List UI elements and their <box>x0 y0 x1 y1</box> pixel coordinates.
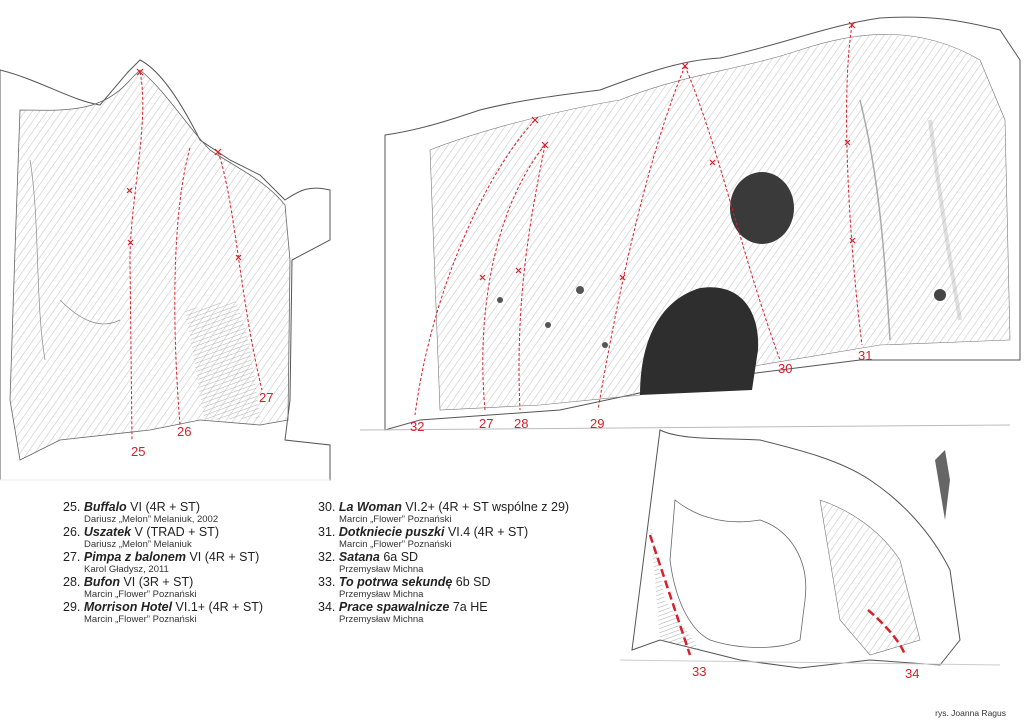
route-entry-28: 28. Bufon VI (3R + ST) Marcin „Flower” P… <box>63 575 313 601</box>
route-line-30 <box>684 65 781 361</box>
route-name: Uszatek <box>83 525 132 539</box>
route-label-32: 32 <box>410 419 424 434</box>
route-label-30: 30 <box>778 361 792 376</box>
route-line-34 <box>867 609 907 656</box>
route-entry-27: 27. Pimpa z balonem VI (4R + ST) Karol G… <box>63 550 313 576</box>
illustrator-credit: rys. Joanna Ragus <box>935 708 1006 718</box>
route-number: 29. <box>63 600 81 614</box>
route-entry-30: 30. La Woman VI.2+ (4R + ST wspólne z 29… <box>318 500 618 526</box>
route-grade: 6b SD <box>452 575 491 589</box>
route-name: La Woman <box>338 500 402 514</box>
middle-rock-face <box>359 16 1021 431</box>
anchor-marks <box>126 21 856 281</box>
route-grade: VI (4R + ST) <box>185 550 260 564</box>
route-grade: 7a HE <box>449 600 488 614</box>
route-author: Przemysław Michna <box>339 589 424 600</box>
route-entry-29: 29. Morrison Hotel VI.1+ (4R + ST) Marci… <box>63 600 313 626</box>
route-line-31 <box>846 24 863 346</box>
route-label-34: 34 <box>905 666 919 681</box>
route-grade: VI (3R + ST) <box>119 575 194 589</box>
route-lines <box>129 24 907 656</box>
route-number: 32. <box>318 550 336 564</box>
route-entry-33: 33. To potrwa sekundę 6b SD Przemysław M… <box>318 575 618 601</box>
route-entry-31: 31. Dotkniecie puszki VI.4 (4R + ST) Mar… <box>318 525 618 551</box>
route-label-28: 28 <box>514 416 528 431</box>
route-grade: VI.2+ (4R + ST wspólne z 29) <box>401 500 570 514</box>
route-number: 27. <box>63 550 81 564</box>
route-name: Dotkniecie puszki <box>338 525 445 539</box>
route-author: Marcin „Flower” Poznański <box>339 514 452 525</box>
route-label-31: 31 <box>858 348 872 363</box>
route-number: 28. <box>63 575 81 589</box>
route-entry-25: 25. Buffalo VI (4R + ST) Dariusz „Melon”… <box>63 500 313 526</box>
route-entry-32: 32. Satana 6a SD Przemysław Michna <box>318 550 618 576</box>
route-name: To potrwa sekundę <box>338 575 453 589</box>
route-name: Bufon <box>83 575 120 589</box>
route-grade: V (TRAD + ST) <box>131 525 219 539</box>
route-name: Buffalo <box>83 500 127 514</box>
lower-right-rock-face <box>619 429 1001 669</box>
route-number: 30. <box>318 500 336 514</box>
route-name: Morrison Hotel <box>83 600 173 614</box>
route-author: Przemysław Michna <box>339 614 424 625</box>
left-rock-face <box>0 59 331 481</box>
route-line-32 <box>414 119 536 416</box>
route-line-27-left <box>217 151 263 391</box>
route-name: Satana <box>338 550 380 564</box>
route-author: Marcin „Flower” Poznański <box>84 589 197 600</box>
route-list-right: 30. La Woman VI.2+ (4R + ST wspólne z 29… <box>318 501 618 626</box>
route-label-27: 27 <box>479 416 493 431</box>
route-label-33: 33 <box>692 664 706 679</box>
route-grade: VI (4R + ST) <box>126 500 200 514</box>
route-number: 33. <box>318 575 336 589</box>
route-label-27-left: 27 <box>259 390 273 405</box>
route-number: 25. <box>63 500 81 514</box>
route-grade: VI.4 (4R + ST) <box>444 525 529 539</box>
route-number: 31. <box>318 525 336 539</box>
route-name: Pimpa z balonem <box>83 550 186 564</box>
route-author: Marcin „Flower” Poznański <box>339 539 452 550</box>
route-line-28 <box>518 144 546 411</box>
route-label-29: 29 <box>590 416 604 431</box>
route-line-26 <box>174 147 191 426</box>
route-entry-26: 26. Uszatek V (TRAD + ST) Dariusz „Melon… <box>63 525 313 551</box>
route-number: 34. <box>318 600 336 614</box>
route-label-25: 25 <box>131 444 145 459</box>
route-grade: VI.1+ (4R + ST) <box>172 600 264 614</box>
route-author: Marcin „Flower” Poznański <box>84 614 197 625</box>
route-line-27 <box>482 144 546 411</box>
route-author: Dariusz „Melon” Melaniuk, 2002 <box>84 514 219 525</box>
route-author: Karol Gładysz, 2011 <box>84 564 169 575</box>
cave-lower <box>640 287 759 395</box>
route-entry-34: 34. Prace spawalnicze 7a HE Przemysław M… <box>318 600 618 626</box>
route-number-labels: 25 26 27 32 27 28 29 30 31 33 34 <box>131 348 919 681</box>
route-line-25 <box>129 71 144 441</box>
route-author: Przemysław Michna <box>339 564 424 575</box>
cave-upper <box>730 172 794 244</box>
route-list-left: 25. Buffalo VI (4R + ST) Dariusz „Melon”… <box>63 501 313 626</box>
route-name: Prace spawalnicze <box>338 600 450 614</box>
route-author: Dariusz „Melon” Melaniuk <box>84 539 192 550</box>
route-label-26: 26 <box>177 424 191 439</box>
route-grade: 6a SD <box>379 550 419 564</box>
route-number: 26. <box>63 525 81 539</box>
route-line-29 <box>597 65 686 411</box>
route-line-33 <box>648 534 692 656</box>
